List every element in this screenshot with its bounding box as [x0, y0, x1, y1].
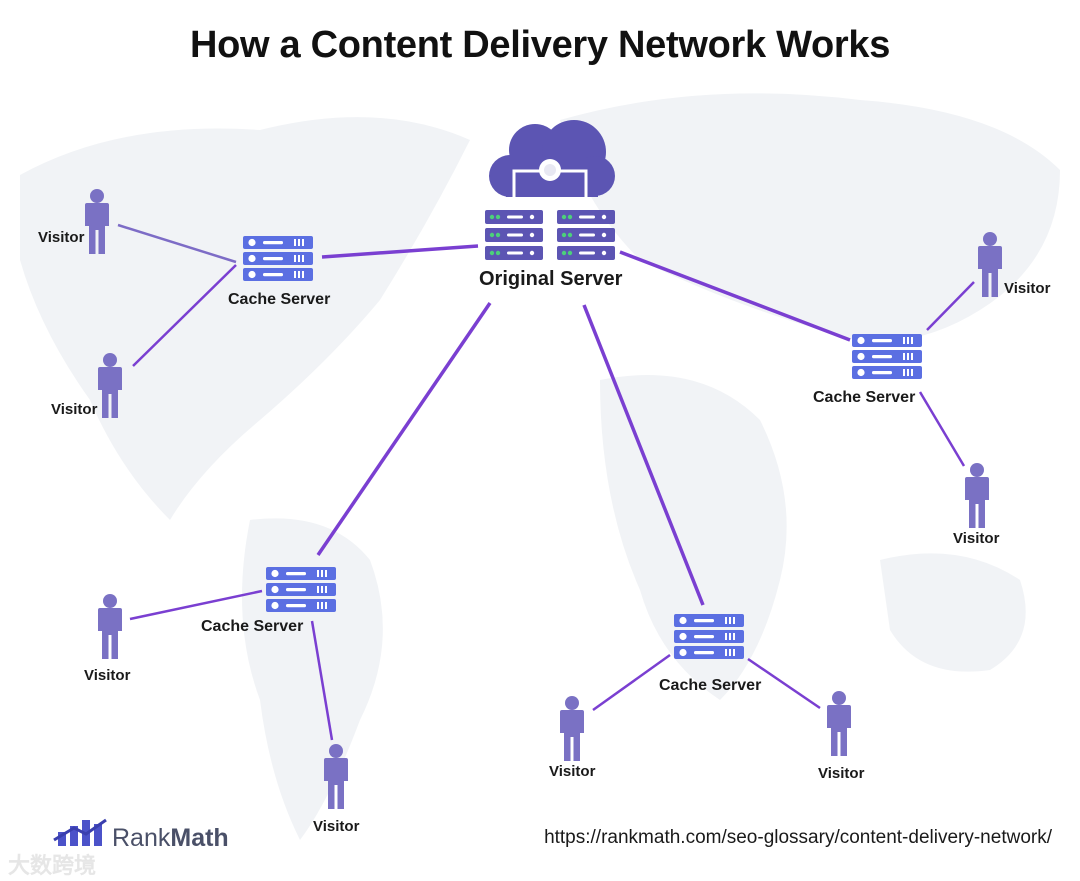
- visitor-person-icon: [560, 696, 584, 761]
- link-cache-bl-to-visitor-2: [310, 620, 334, 741]
- link-cache-bl-to-visitor-1: [129, 589, 263, 621]
- diagram-title: How a Content Delivery Network Works: [189, 24, 891, 66]
- rankmath-logo-icon: [53, 818, 107, 846]
- cache-server-icon: [852, 334, 922, 379]
- link-origin-to-cache-right: [619, 250, 851, 342]
- visitor-label: Visitor: [313, 818, 360, 835]
- cache-server-icon: [243, 236, 313, 281]
- cache-server-icon: [674, 614, 744, 659]
- cache-server-icon: [266, 567, 336, 612]
- link-cache-right-to-visitor-2: [918, 391, 966, 467]
- watermark: 大数跨境: [8, 854, 97, 879]
- origin-server-label: Original Server: [479, 268, 623, 290]
- link-origin-to-cache-bottom-left: [316, 302, 492, 556]
- cloud-icon: [489, 120, 615, 205]
- link-origin-to-cache-bottom-right: [582, 304, 705, 606]
- origin-server: [485, 120, 615, 260]
- cache-server-label: Cache Server: [813, 389, 916, 406]
- link-cache-left-to-visitor-1: [117, 223, 237, 264]
- link-cache-br-to-visitor-1: [592, 653, 671, 712]
- server-stack-icon: [557, 210, 615, 260]
- cache-server-label: Cache Server: [659, 677, 762, 694]
- server-stack-icon: [485, 210, 543, 260]
- source-url: https://rankmath.com/seo-glossary/conten…: [544, 827, 1052, 848]
- link-cache-left-to-visitor-2: [132, 264, 237, 367]
- brand-prefix: Rank: [112, 824, 171, 852]
- visitor-person-icon: [965, 463, 989, 528]
- cache-server-label: Cache Server: [201, 618, 304, 635]
- visitor-person-icon: [98, 594, 122, 659]
- visitor-label: Visitor: [84, 667, 131, 684]
- link-cache-right-to-visitor-1: [926, 281, 975, 331]
- visitor-person-icon: [827, 691, 851, 756]
- visitor-label: Visitor: [818, 765, 865, 782]
- link-cache-br-to-visitor-2: [747, 657, 821, 710]
- cache-server-label: Cache Server: [228, 291, 331, 308]
- visitor-label: Visitor: [953, 530, 1000, 547]
- visitor-label: Visitor: [549, 763, 596, 780]
- visitor-label: Visitor: [38, 229, 85, 246]
- visitor-label: Visitor: [51, 401, 98, 418]
- world-map-background: [20, 93, 1060, 840]
- brand-suffix: Math: [170, 824, 229, 852]
- link-origin-to-cache-left: [321, 244, 479, 259]
- visitor-label: Visitor: [1004, 280, 1051, 297]
- rankmath-brand: RankMath: [112, 824, 229, 853]
